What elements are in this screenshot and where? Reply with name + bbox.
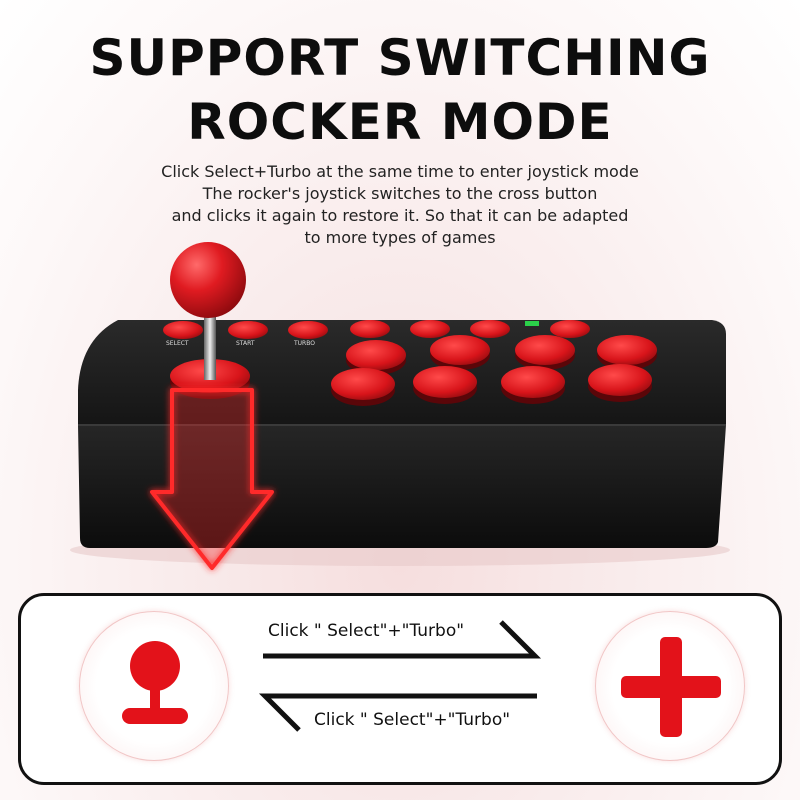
down-arrow-glow (150, 388, 274, 570)
top-small-buttons (163, 320, 590, 339)
headline: SUPPORT SWITCHING ROCKER MODE (0, 26, 800, 154)
joystick-icon (122, 641, 188, 724)
arcade-controller-image: SELECT START TURBO (70, 242, 730, 570)
switch-arrows (258, 620, 542, 732)
button-labels: SELECT START TURBO (166, 340, 315, 347)
dpad-cross-icon (621, 637, 721, 737)
headline-line-2: ROCKER MODE (187, 93, 613, 151)
description: Click Select+Turbo at the same time to e… (0, 161, 800, 249)
description-line-4: to more types of games (304, 228, 496, 247)
description-line-3: and clicks it again to restore it. So th… (171, 206, 629, 225)
description-line-2: The rocker's joystick switches to the cr… (202, 184, 598, 203)
svg-text:SELECT: SELECT (166, 340, 189, 347)
svg-text:START: START (236, 340, 255, 347)
forward-instruction-label: Click " Select"+"Turbo" (268, 621, 465, 641)
joystick-mode-badge (79, 611, 229, 761)
description-line-1: Click Select+Turbo at the same time to e… (161, 162, 639, 181)
dpad-mode-badge (595, 611, 745, 761)
backward-arrow-icon (258, 693, 537, 732)
face-buttons (331, 335, 657, 406)
backward-instruction-label: Click " Select"+"Turbo" (314, 710, 511, 730)
led-indicator (525, 321, 539, 326)
headline-line-1: SUPPORT SWITCHING (89, 29, 711, 87)
forward-arrow-icon (263, 620, 542, 659)
svg-text:TURBO: TURBO (293, 340, 315, 347)
